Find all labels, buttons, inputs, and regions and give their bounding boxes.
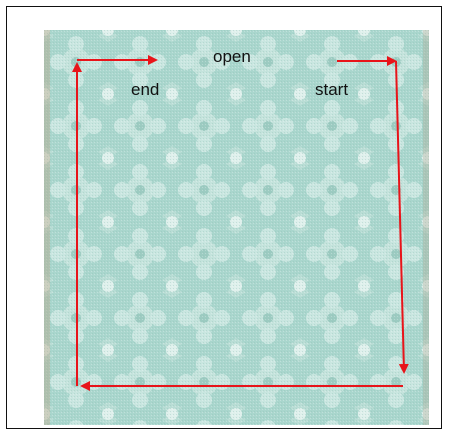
arrow-down-icon [396, 61, 404, 372]
end-label: end [131, 81, 159, 98]
start-label: start [315, 81, 348, 98]
open-label: open [213, 48, 251, 65]
